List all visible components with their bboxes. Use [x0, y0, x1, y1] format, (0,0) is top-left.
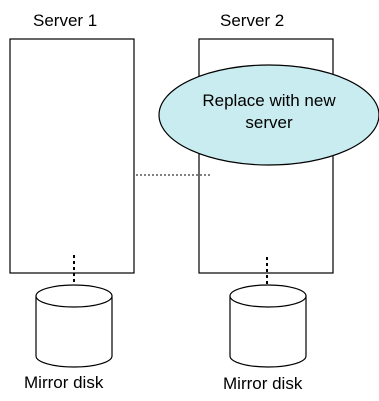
- callout-line-1: Replace with new: [202, 91, 336, 110]
- callout-text: Replace with new server: [165, 90, 373, 134]
- server1-label: Server 1: [33, 11, 98, 30]
- mirror-disk-2-label: Mirror disk: [223, 374, 303, 393]
- mirror-disk-1-icon: [35, 284, 113, 368]
- callout-ellipse: [158, 64, 379, 166]
- server1-box: [9, 38, 135, 274]
- mirror-disk-2-icon: [229, 284, 307, 368]
- mirror-disk-1-label: Mirror disk: [24, 373, 104, 392]
- server2-label: Server 2: [220, 11, 285, 30]
- callout-line-2: server: [245, 113, 293, 132]
